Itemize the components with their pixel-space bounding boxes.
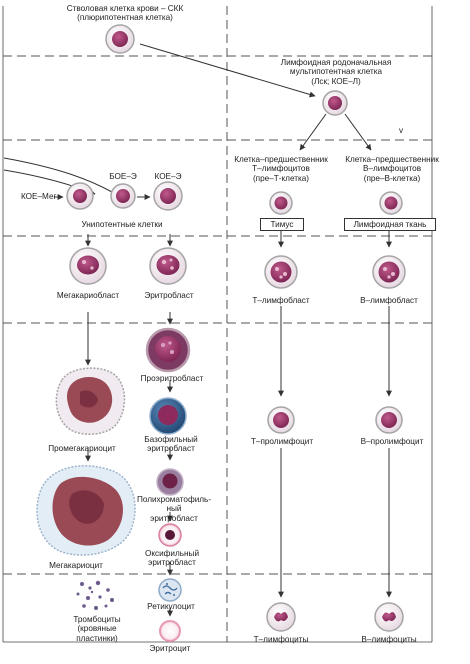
- reticulocyte-label: Ретикулоцит: [147, 602, 195, 611]
- pre-t-cell: [269, 191, 293, 215]
- basophilic-erythroblast-label-line-2: эритробласт: [147, 444, 195, 454]
- polychromatophilic-erythroblast-label-line-3: эритробласт: [150, 513, 198, 523]
- oxyphilic-erythroblast-label-line-2: эритробласт: [148, 558, 196, 568]
- t-prolymphocyte-cell: [267, 406, 295, 434]
- pre-t-label-line-1: Клетка–предшественник: [234, 155, 328, 164]
- arrows: [3, 43, 392, 617]
- erythrocyte-label: Эритроцит: [149, 644, 191, 653]
- basophilic-erythroblast-label: Базофильный эритробласт: [136, 435, 206, 454]
- lymphoid-tissue-box: Лимфоидная ткань: [344, 218, 436, 231]
- t-lymphoblast-cell: [264, 255, 298, 289]
- megakaryocyte-label: Мегакариоцит: [49, 561, 103, 570]
- lymphoid-stem-label-line-3: (Лск; КОЕ–Л): [311, 76, 361, 86]
- oxyphilic-erythroblast-label-line-1: Оксифильный: [144, 549, 200, 558]
- t-prolymphocyte-label: Т–пролимфоцит: [250, 437, 314, 446]
- unipotent-label: Унипотентные клетки: [81, 220, 163, 229]
- promegakaryocyte-cell: [55, 367, 126, 435]
- boe-e-label: БОЕ–Э: [109, 172, 137, 181]
- thymus-box: Тимус: [260, 218, 304, 231]
- megakaryoblast-label: Мегакариобласт: [56, 291, 120, 300]
- stem-cell-label-line-1: Стволовая клетка крови – СКК: [66, 4, 184, 13]
- erythroblast-cell: [149, 247, 187, 285]
- polychromatophilic-erythroblast-label-line-2: ный: [166, 504, 182, 514]
- t-lymphoblast-label: Т–лимфобласт: [252, 296, 310, 305]
- reticulocyte-cell: [158, 578, 182, 602]
- frame: [2, 6, 433, 643]
- b-lymphocytes-label: В–лимфоциты: [361, 635, 417, 644]
- stem-cell: [105, 24, 135, 54]
- koe-e-cell: [153, 181, 183, 211]
- stem-cell-label: Стволовая клетка крови – СКК (плюрипотен…: [56, 4, 194, 23]
- oxyphilic-erythroblast-cell: [158, 523, 182, 547]
- basophilic-erythroblast-label-line-1: Базофильный: [144, 435, 198, 444]
- t-lymphocytes-label: Т–лимфоциты: [253, 635, 309, 644]
- t-lymphocyte-cell: [266, 602, 296, 632]
- megakaryoblast-cell: [69, 247, 107, 285]
- pre-b-cell: [379, 191, 403, 215]
- polychromatophilic-erythroblast-label: Полихроматофиль- ный эритробласт: [128, 495, 220, 523]
- promegakaryocyte-label: Промегакариоцит: [48, 444, 116, 453]
- boe-e-cell: [110, 183, 136, 209]
- polychromatophilic-erythroblast-label-line-1: Полихроматофиль-: [136, 495, 212, 504]
- b-lymphoblast-label: В–лимфобласт: [360, 296, 418, 305]
- pre-b-label-line-3: (пре–В-клетка): [363, 173, 421, 183]
- platelets-label: Тромбоциты (кровяные пластинки): [64, 615, 130, 643]
- pre-b-label-line-1: Клетка–предшественник: [345, 155, 439, 164]
- lymphoid-stem-label: Лимфоидная родоначальная мультипотентная…: [270, 58, 402, 86]
- oxyphilic-erythroblast-label: Оксифильный эритробласт: [136, 549, 208, 568]
- erythroblast-label: Эритробласт: [144, 291, 194, 300]
- platelets-cluster: [76, 580, 114, 610]
- lymphoid-stem-label-line-2: мультипотентная клетка: [289, 67, 383, 77]
- b-prolymphocyte-cell: [375, 406, 403, 434]
- corner-mark: v: [398, 126, 404, 135]
- erythrocyte-cell: [159, 620, 181, 642]
- koe-e-label: КОЕ–Э: [154, 172, 182, 181]
- proerythroblast-label: Проэритробласт: [140, 374, 204, 383]
- row-separators: [3, 55, 432, 575]
- stem-cell-label-line-2: (плюрипотентная клетка): [77, 13, 173, 23]
- pre-t-label: Клетка–предшественник Т–лимфоцитов (пре–…: [229, 155, 333, 183]
- basophilic-erythroblast-cell: [149, 397, 187, 435]
- lymphoid-stem-label-line-1: Лимфоидная родоначальная: [280, 58, 392, 67]
- b-lymphoblast-cell: [372, 255, 406, 289]
- megakaryocyte-cell: [36, 465, 136, 556]
- pre-t-label-line-2: Т–лимфоцитов: [252, 164, 310, 174]
- b-lymphocyte-cell: [374, 602, 404, 632]
- platelets-label-line-2: (кровяные: [77, 624, 117, 634]
- pre-b-label: Клетка–предшественник В–лимфоцитов (пре–…: [340, 155, 444, 183]
- koe-meg-label: КОЕ–Мег: [21, 192, 57, 201]
- polychromatophilic-erythroblast-cell: [156, 468, 184, 496]
- platelets-label-line-3: пластинки): [76, 633, 118, 643]
- proerythroblast-cell: [145, 327, 191, 373]
- b-prolymphocyte-label: В–пролимфоцит: [360, 437, 424, 446]
- pre-b-label-line-2: В–лимфоцитов: [362, 164, 422, 174]
- platelets-label-line-1: Тромбоциты: [73, 615, 121, 624]
- lymphoid-stem-cell: [322, 90, 348, 116]
- pre-t-label-line-3: (пре–Т-клетка): [252, 173, 310, 183]
- koe-meg-cell: [66, 182, 94, 210]
